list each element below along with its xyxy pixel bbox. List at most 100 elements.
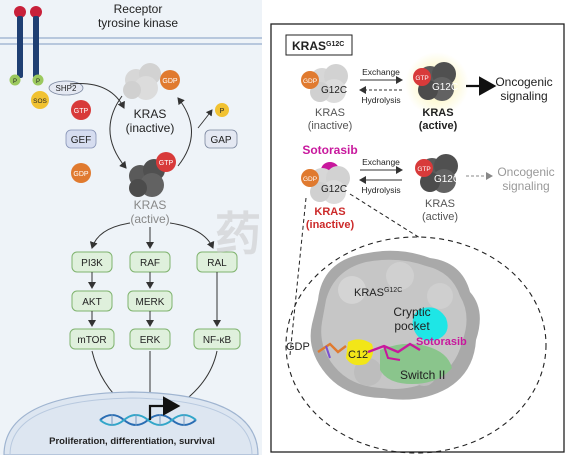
switch-ii-region <box>380 343 452 384</box>
kras-inactive-line1: KRAS <box>134 107 167 121</box>
shp2-badge <box>48 80 84 96</box>
row1-hydrolysis-label: Hydrolysis <box>361 95 400 105</box>
right-panel: KRASG12C GDP G12C KRAS (inactive) Exchan… <box>270 23 565 454</box>
transcription-arrow <box>148 396 181 420</box>
row1-gtp-label: GTP <box>415 75 428 82</box>
gap-phosphate-label: P <box>220 108 225 115</box>
row1-active-line2: (active) <box>419 120 458 132</box>
phospho-label-right: P <box>36 79 40 85</box>
gtp-icon-left <box>71 100 91 120</box>
left-panel: Receptor tyrosine kinase P P SHP2 SOS GT… <box>0 0 262 456</box>
receptor-title-line1: Receptor <box>114 2 163 16</box>
zoom-line-left <box>289 197 307 356</box>
row1-gtp-icon <box>413 68 431 86</box>
c12-region <box>346 339 374 366</box>
row2-g12c-active-label: G12C <box>434 174 460 185</box>
cryptic-pocket-region <box>412 307 448 341</box>
gef-label: GEF <box>71 135 92 146</box>
row2-active-line2: (active) <box>422 211 458 223</box>
gdp-icon-inactive <box>160 70 180 90</box>
kras-g12c-title: KRASG12C <box>292 39 344 53</box>
row2-kras-line2: (inactive) <box>306 219 355 231</box>
cryptic-line1: Cryptic <box>393 305 430 319</box>
sotorasib-bound-icon <box>367 342 421 361</box>
row1-gdp-label: GDP <box>303 78 317 85</box>
row2-gdp-icon <box>301 169 319 187</box>
nucleus-inner-membrane <box>9 397 253 456</box>
kras-g12c-title-box <box>285 34 353 56</box>
gdp-label-inactive: GDP <box>162 78 178 85</box>
kras-active-line1: KRAS <box>134 198 167 212</box>
row1-active-line1: KRAS <box>422 107 453 119</box>
pathway-mtor-box <box>69 328 115 350</box>
pathway-raf-label: RAF <box>140 258 160 269</box>
row2-gtp-icon <box>415 159 433 177</box>
sos-badge <box>31 91 49 109</box>
row1-exchange-label: Exchange <box>362 67 400 77</box>
row2-gdp-label: GDP <box>303 176 317 183</box>
cycle-arrow-activate <box>109 95 127 169</box>
phosphate-release-arrow <box>197 109 213 129</box>
zoom-circle <box>285 236 547 454</box>
pathway-merk-label: MERK <box>136 297 165 308</box>
branch-arrow-ral <box>169 222 215 249</box>
row1-g12c-label: G12C <box>321 85 347 96</box>
row1-kras-line1: KRAS <box>315 107 345 119</box>
row1-onco-line2: signaling <box>500 89 547 103</box>
receptor-icon <box>14 6 42 78</box>
structure-sotorasib-label: Sotorasib <box>416 336 467 348</box>
dna-icon <box>99 414 197 426</box>
structure-switch-label: Switch II <box>400 368 445 382</box>
row2-onco-line2: signaling <box>502 179 549 193</box>
kras-inactive-line2: (inactive) <box>126 121 175 135</box>
cycle-arrow-inactivate <box>177 97 192 167</box>
gtp-icon-active <box>156 152 176 172</box>
structure-gdp-label: GDP <box>286 341 310 353</box>
nucleus-text: Proliferation, differentiation, survival <box>49 436 215 447</box>
pathway-nfkb-label: NF-κB <box>203 335 232 346</box>
row1-onco-line1: Oncogenic <box>495 75 552 89</box>
pathway-erk-label: ERK <box>140 335 161 346</box>
cryptic-line2: pocket <box>394 319 430 333</box>
row2-kras-line1: KRAS <box>314 206 345 218</box>
row1-kras-line2: (inactive) <box>308 120 353 132</box>
row1-gdp-icon <box>301 71 319 89</box>
branch-arrow-pi3k <box>89 222 131 249</box>
gtp-label-left: GTP <box>74 108 89 115</box>
row2-hydrolysis-label: Hydrolysis <box>361 185 400 195</box>
row2-gtp-label: GTP <box>417 166 430 173</box>
phospho-icon-left <box>9 74 21 86</box>
kras-inactive-protein <box>123 63 161 100</box>
row2-onco-line1: Oncogenic <box>497 165 554 179</box>
row2-exchange-label: Exchange <box>362 157 400 167</box>
phospho-icon-right <box>32 74 44 86</box>
gap-label: GAP <box>210 135 231 146</box>
gdp-bound-icon <box>317 342 347 359</box>
sos-label: SOS <box>33 98 47 105</box>
receptor-to-cycle-arrow <box>69 83 125 109</box>
row1-g12c-active-label: G12C <box>432 82 458 93</box>
phospho-label-left: P <box>13 79 17 85</box>
gef-box <box>65 129 97 149</box>
receptor-title-line2: tyrosine kinase <box>98 16 178 30</box>
pathway-nfkb-box <box>193 328 241 350</box>
gtp-label-active: GTP <box>159 160 174 167</box>
pathway-erk-box <box>129 328 171 350</box>
structure-c12-label: C12 <box>348 349 368 361</box>
pathway-pi3k-label: PI3K <box>81 258 103 269</box>
pathway-mtor-label: mTOR <box>77 335 106 346</box>
row2-g12c-label: G12C <box>321 184 347 195</box>
row2-active-line1: KRAS <box>425 198 455 210</box>
gap-box <box>204 129 238 149</box>
gdp-icon-left <box>71 163 91 183</box>
gap-phosphate-icon <box>215 103 229 117</box>
pathway-ral-label: RAL <box>207 258 227 269</box>
row2-sotorasib-label: Sotorasib <box>302 143 357 157</box>
gdp-label-left: GDP <box>73 171 89 178</box>
shp2-label: SHP2 <box>56 84 77 93</box>
structure-kras-label: KRASG12C <box>354 287 402 299</box>
pathway-akt-label: AKT <box>82 297 101 308</box>
kras-active-line2: (active) <box>130 212 169 226</box>
